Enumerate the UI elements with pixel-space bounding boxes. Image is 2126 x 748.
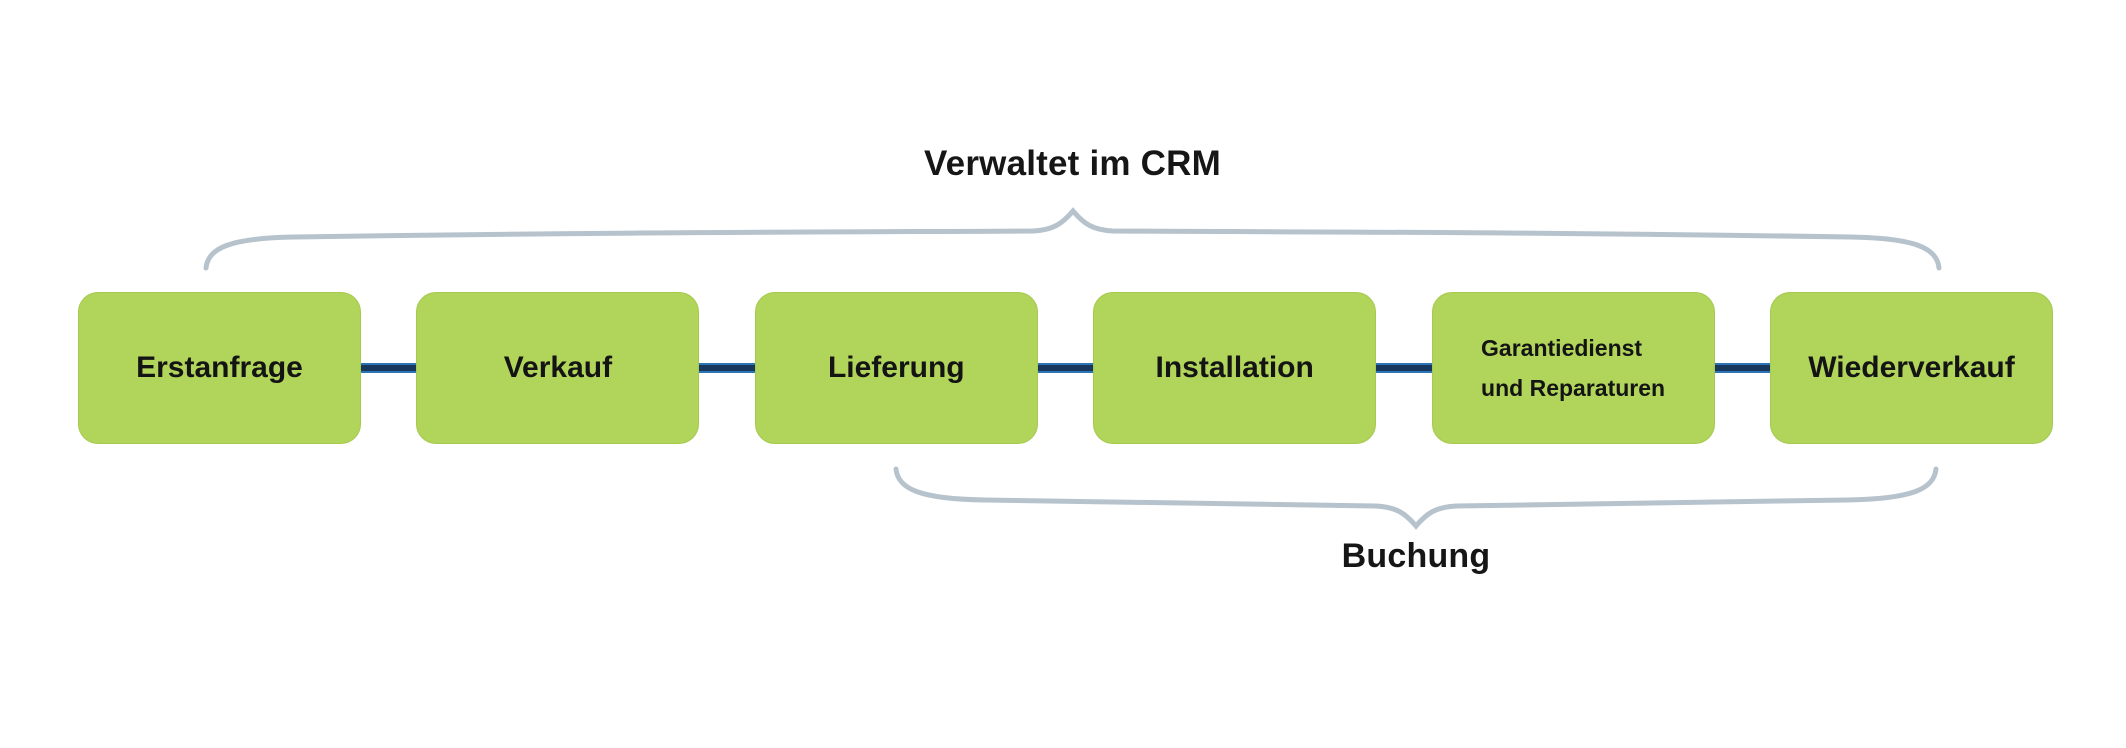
process-stages-row: Erstanfrage Verkauf Lieferung Installati… xyxy=(78,292,2053,444)
brace-path xyxy=(893,466,1939,530)
stage-label-line2: und Reparaturen xyxy=(1481,375,1666,401)
stage-box-erstanfrage: Erstanfrage xyxy=(78,292,361,444)
stage-label: Wiederverkauf xyxy=(1808,351,2015,384)
stage-label-line1: Garantiedienst xyxy=(1481,335,1643,361)
stage-label: Installation xyxy=(1155,351,1314,384)
stage-box-garantiedienst: Garantiedienst und Reparaturen xyxy=(1431,292,1715,444)
crm-scope-label: Verwaltet im CRM xyxy=(924,144,1221,183)
stage-label-two-line: Garantiedienst und Reparaturen xyxy=(1481,328,1665,408)
stage-label: Lieferung xyxy=(827,351,965,384)
stage-box-wiederverkauf: Wiederverkauf xyxy=(1769,292,2053,444)
stage-label: Erstanfrage xyxy=(136,351,303,384)
brace-path xyxy=(203,207,1942,271)
stage-label: Verkauf xyxy=(503,351,613,384)
stage-box-installation: Installation xyxy=(1093,292,1377,444)
booking-scope-brace-icon xyxy=(893,466,1939,530)
process-connector-line xyxy=(215,363,1915,373)
stage-box-verkauf: Verkauf xyxy=(416,292,700,444)
crm-scope-brace-icon xyxy=(203,207,1942,271)
booking-scope-label: Buchung xyxy=(1341,537,1491,575)
stage-box-lieferung: Lieferung xyxy=(754,292,1038,444)
